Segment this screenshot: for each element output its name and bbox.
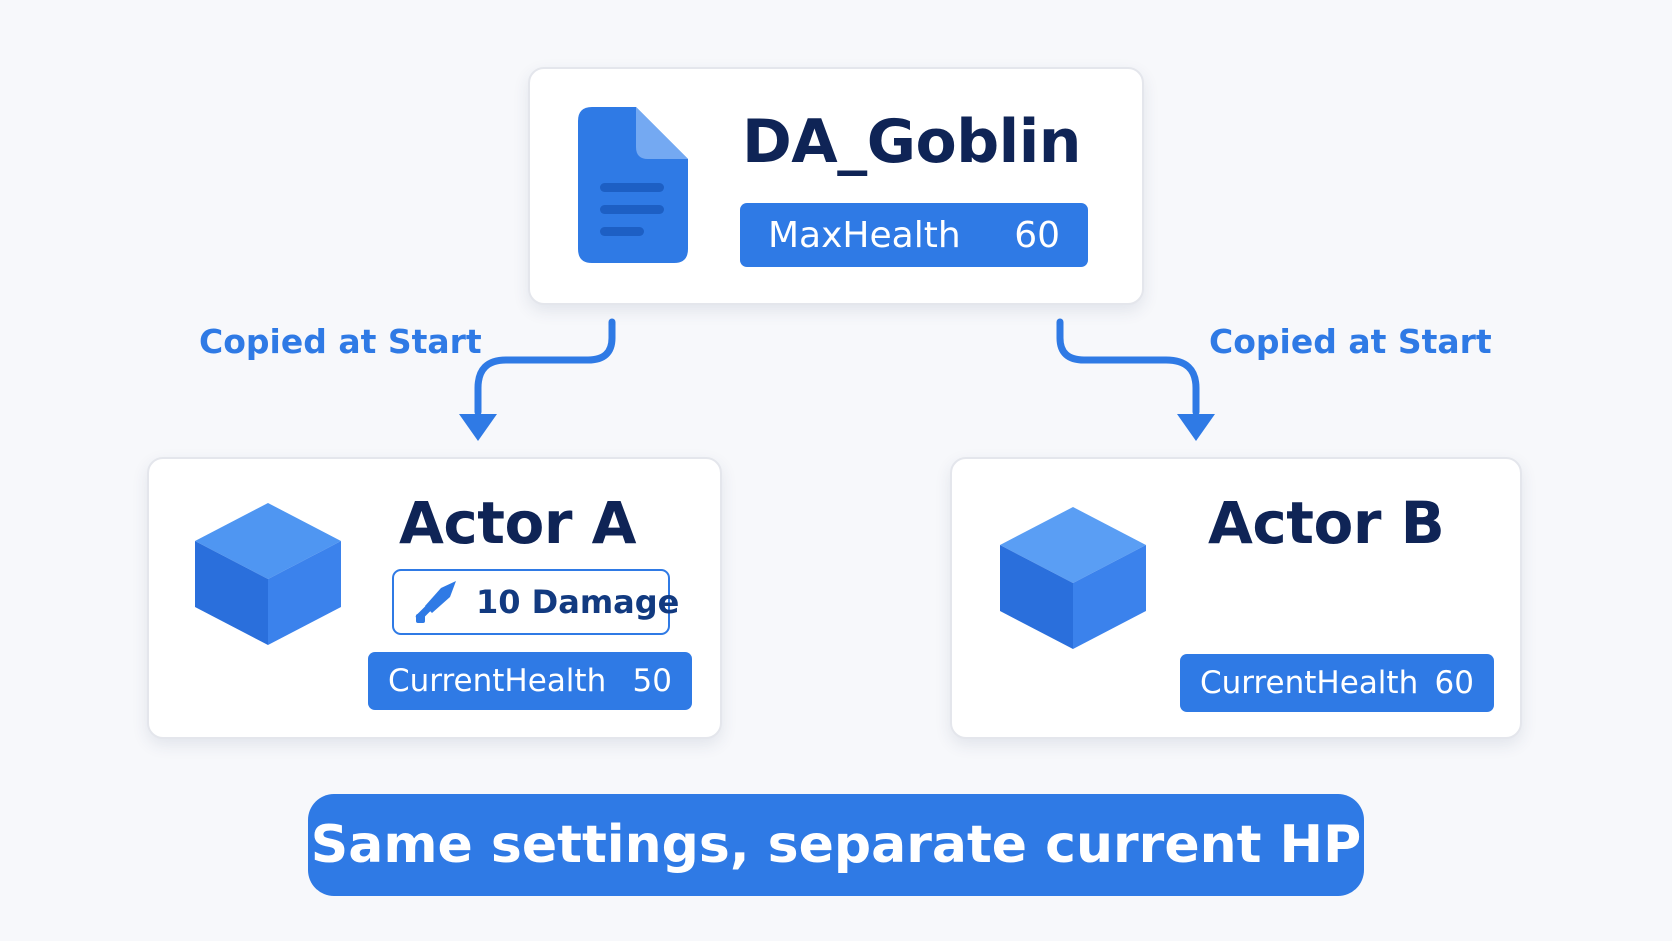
arrowhead-actor-b (1177, 414, 1215, 441)
cube-icon (998, 507, 1148, 649)
document-icon (576, 107, 692, 265)
caption-text: Same settings, separate current HP (310, 815, 1362, 875)
max-health-label: MaxHealth (768, 214, 961, 256)
actor-a-card: Actor A 10 Damage CurrentHealth 50 (147, 457, 722, 739)
actor-b-current-health: CurrentHealth 60 (1180, 654, 1494, 712)
arrowhead-actor-a (459, 414, 497, 441)
edge-label-right: Copied at Start (1209, 322, 1492, 361)
sword-icon (412, 578, 460, 626)
actor-a-current-health: CurrentHealth 50 (368, 652, 692, 710)
max-health-value: 60 (1014, 214, 1060, 256)
caption-banner: Same settings, separate current HP (308, 794, 1364, 896)
actor-b-current-health-value: 60 (1434, 665, 1474, 701)
actor-b-current-health-label: CurrentHealth (1200, 665, 1419, 701)
damage-tag: 10 Damage (392, 569, 679, 635)
data-asset-card: DA_Goblin MaxHealth 60 (528, 67, 1144, 305)
actor-b-title: Actor B (1208, 489, 1445, 557)
actor-b-card: Actor B CurrentHealth 60 (950, 457, 1522, 739)
arrow-to-actor-a (474, 318, 616, 416)
arrow-to-actor-b (1056, 318, 1200, 416)
actor-a-current-health-label: CurrentHealth (388, 663, 607, 699)
max-health-property: MaxHealth 60 (740, 203, 1088, 267)
cube-icon (193, 503, 343, 645)
edge-label-left: Copied at Start (199, 322, 482, 361)
damage-label: 10 Damage (476, 583, 680, 621)
actor-a-current-health-value: 50 (632, 663, 672, 699)
actor-a-title: Actor A (399, 489, 637, 557)
data-asset-title: DA_Goblin (742, 107, 1082, 177)
